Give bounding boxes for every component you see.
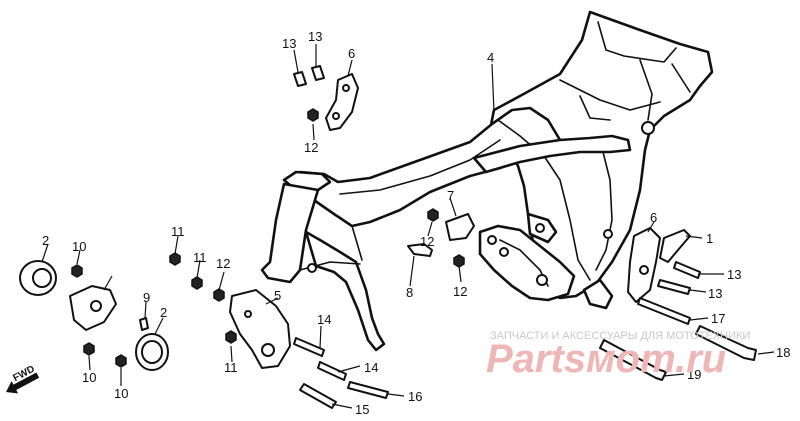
callout-9: 9	[143, 290, 150, 305]
callout-13: 13	[308, 29, 322, 44]
callout-10: 10	[82, 370, 96, 385]
callout-18: 18	[776, 345, 790, 360]
callout-6: 6	[650, 210, 657, 225]
callout-10: 10	[72, 239, 86, 254]
main-frame	[260, 10, 714, 352]
callout-11: 11	[224, 360, 238, 375]
callout-13: 13	[282, 36, 296, 51]
fwd-arrow-icon: FWD	[6, 364, 40, 394]
callout-17: 17	[711, 311, 725, 326]
callout-16: 16	[408, 389, 422, 404]
callout-2: 2	[42, 233, 49, 248]
callout-12: 12	[304, 140, 318, 155]
callout-11: 11	[171, 224, 185, 239]
callout-labels: 1 2 2 4 5 6 6 7 8 9 10 10 10 11 11 11 12…	[42, 29, 790, 417]
callout-7: 7	[447, 188, 454, 203]
callout-8: 8	[406, 285, 413, 300]
watermark: ЗАПЧАСТИ И АКСЕССУАРЫ ДЛЯ МОТОТЕХНИКИ Pa…	[486, 330, 750, 381]
callout-6: 6	[348, 46, 355, 61]
callout-5: 5	[274, 288, 281, 303]
callout-4: 4	[487, 50, 494, 65]
watermark-caption: ЗАПЧАСТИ И АКСЕССУАРЫ ДЛЯ МОТОТЕХНИКИ	[490, 330, 750, 342]
callout-19: 19	[687, 367, 701, 382]
callout-13: 13	[708, 286, 722, 301]
callout-12: 12	[453, 284, 467, 299]
callout-13: 13	[727, 267, 741, 282]
callout-14: 14	[364, 360, 378, 375]
callout-14: 14	[317, 312, 331, 327]
callout-1: 1	[706, 231, 713, 246]
callout-15: 15	[355, 402, 369, 417]
callout-12: 12	[420, 234, 434, 249]
watermark-logo: Partsмoт.ru	[486, 337, 726, 381]
callout-12: 12	[216, 256, 230, 271]
callout-2: 2	[160, 305, 167, 320]
loose-parts	[19, 65, 757, 409]
callout-11: 11	[193, 250, 207, 265]
leader-lines	[41, 44, 775, 409]
callout-10: 10	[114, 386, 128, 401]
